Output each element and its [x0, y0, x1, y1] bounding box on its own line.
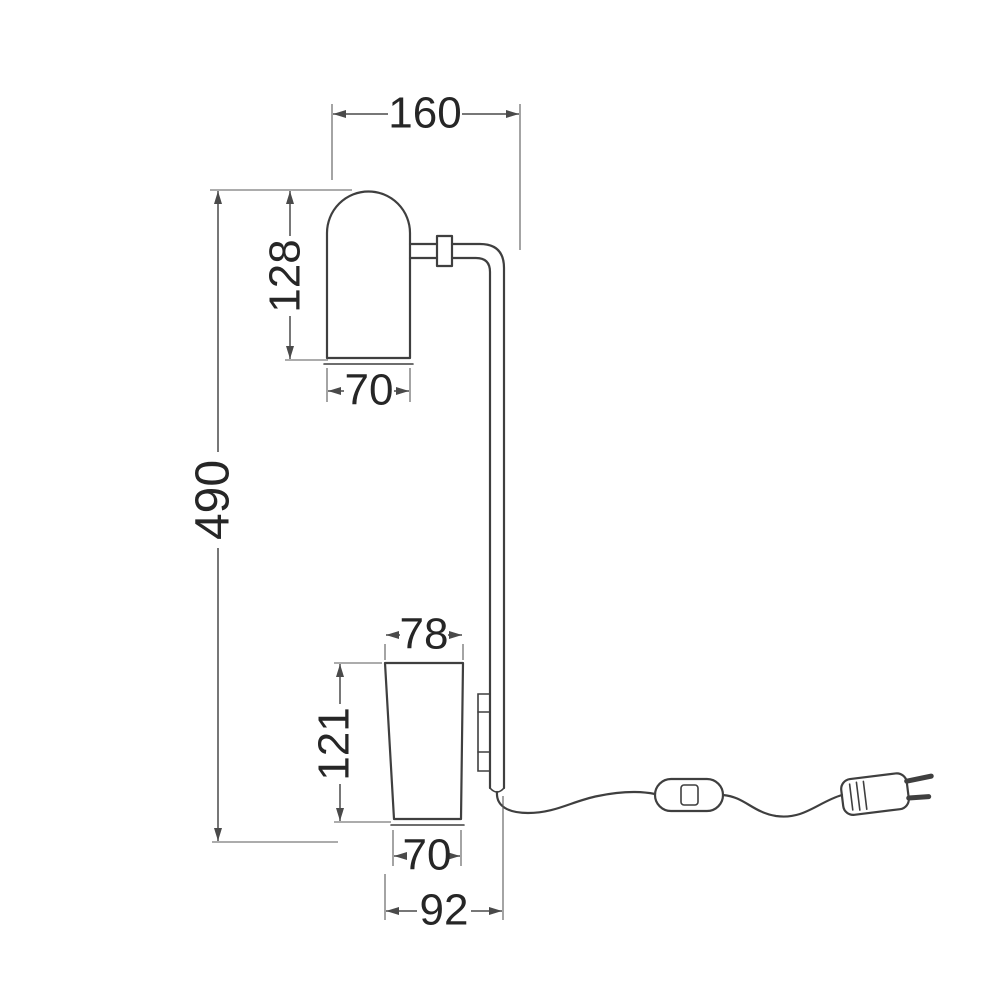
plug-pin — [906, 794, 932, 801]
dim-base-top-width: 78 — [384, 610, 464, 660]
dim-base-overall-width: 92 — [384, 796, 504, 935]
plug-grip-ridge — [862, 780, 868, 811]
dim-label-base-top-width: 78 — [400, 610, 449, 659]
dim-base-bottom-width: 70 — [392, 830, 462, 880]
lamp-base-shape — [383, 661, 465, 821]
dim-overall-height: 490 — [187, 189, 352, 843]
dim-head-height: 128 — [261, 191, 328, 361]
head-joint-collar — [435, 234, 454, 268]
dim-head-overall-width: 160 — [331, 89, 521, 250]
lamp-arm-pole-inner — [450, 256, 492, 790]
power-cord — [495, 790, 657, 815]
plug-pin — [904, 773, 934, 784]
power-plug — [840, 772, 934, 816]
pole-base-bracket — [477, 693, 491, 772]
plug-grip-ridge — [848, 783, 854, 811]
inline-switch — [653, 777, 725, 813]
plug-body — [840, 772, 910, 816]
lamp-arm-pole-outer — [450, 242, 506, 790]
plug-grip-ridge — [855, 781, 861, 811]
dim-label-head-overall-width: 160 — [388, 89, 461, 138]
dim-label-base-bottom-width: 70 — [403, 831, 452, 880]
switch-rocker — [680, 784, 699, 806]
power-cord — [721, 793, 844, 818]
dim-label-base-height: 121 — [310, 707, 359, 780]
lamp-head-shape — [325, 190, 412, 360]
dim-base-height: 121 — [310, 662, 391, 823]
dim-label-head-height: 128 — [261, 239, 310, 312]
dim-label-overall-height: 490 — [187, 460, 240, 540]
dim-label-base-overall-width: 92 — [420, 886, 469, 935]
dim-label-head-width: 70 — [345, 366, 394, 415]
dim-head-width: 70 — [326, 366, 411, 415]
lamp-outline — [323, 190, 934, 826]
